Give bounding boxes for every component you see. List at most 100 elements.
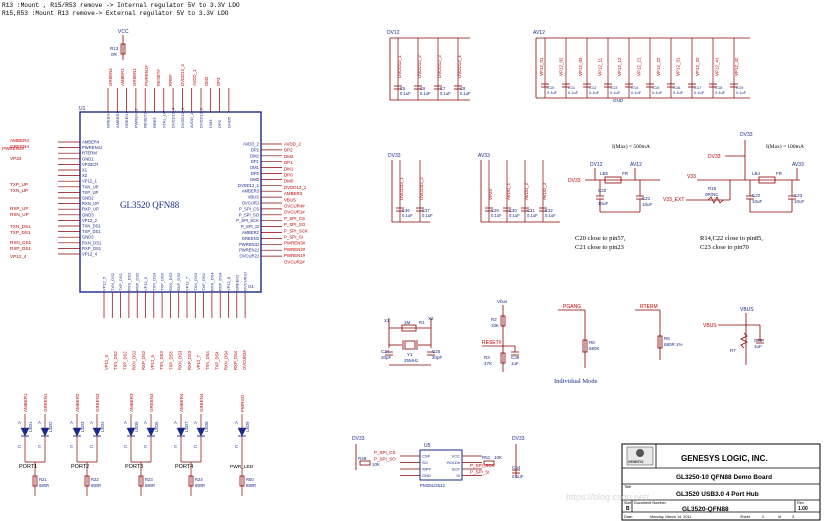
dv12-cap-bank: DV12 DVDD12_1C50.1uFDVDD12_2C60.1uFDVDD1… — [387, 30, 471, 101]
u1-left-pin-label: RXN_UP — [82, 201, 99, 206]
u1-left-net-label: TXN_DS1 — [10, 224, 31, 229]
u1-right-net-label: DM1 — [284, 166, 294, 171]
u1-bottom-net-label: RXN_DS2 — [132, 350, 137, 370]
u1-left-pin-label: RXP_DS1 — [82, 246, 102, 251]
lb5-ref: LB5 — [600, 171, 609, 176]
flash-pin-label: HOLD# — [447, 460, 461, 465]
led-ref: LED1 — [28, 421, 33, 432]
av12-net-label: VP12_11 — [598, 57, 603, 76]
r13-resistor — [120, 43, 126, 55]
dv33-filter-block: DV33 I(Max) = 100mA DV33 AV33 V33 V33_EX… — [663, 132, 805, 251]
u1-left-pin-label: TXN_UP — [82, 184, 99, 189]
dv12-cap-value: 0.1uF — [460, 91, 471, 96]
u1-right-net-label: OVCUR2# — [284, 259, 305, 264]
av12-net-label: VP12_32 — [695, 57, 700, 76]
led-net-label: GREEN2 — [95, 393, 100, 412]
company-name: GENESYS LOGIC, INC. — [681, 454, 768, 463]
av12-net-label: VP12_31 — [676, 57, 681, 76]
lb4-fr: FR — [776, 171, 783, 176]
u1-right-pin-label: DM0 — [250, 177, 260, 182]
u1-left-net-label: GREEN4 — [10, 144, 29, 149]
u1-right-pin-label: P_SPI_SO — [239, 212, 260, 217]
c25-value: 20pF — [432, 355, 443, 360]
av12-cap-ref: C18 — [715, 85, 723, 90]
c20-value: 10uF — [598, 201, 609, 206]
av33-net-label: AVDD_1 — [506, 182, 511, 200]
led-pin-a: A — [235, 420, 238, 425]
u1-right-net-label: DM0 — [284, 179, 294, 184]
u1-bottom-pin-label: RXP_DS4 — [218, 272, 223, 291]
av12-cap-value: 0.1uF — [568, 90, 579, 95]
flash-net-label: P_SPI_SCK — [470, 463, 495, 468]
led-resistor-ref: R21 — [39, 477, 47, 482]
u1-left-net-label: RXP_UP — [10, 206, 28, 211]
u1-bottom-pin-label: VP12_6 — [143, 276, 148, 291]
u1-top-net-label: RREF — [168, 74, 173, 86]
u1-right-pin-label: DP0 — [251, 171, 260, 176]
flash-dv33-right: DV33 — [512, 436, 525, 442]
u1-top-net-label: RESET# — [156, 69, 161, 86]
led-resistor-value: 680R — [145, 483, 155, 488]
dv12-net-label: DVDD12_1 — [397, 55, 402, 78]
sheet-label: Sheet — [740, 515, 751, 519]
c22-ref: C22 — [752, 193, 761, 198]
flash-pin-label: SO — [422, 460, 428, 465]
u1-bottom-net-label: RXN_DS4 — [224, 350, 229, 370]
led-pin-c: C — [174, 444, 177, 449]
lb5-fr: FR — [622, 171, 629, 176]
av12-cap-ref: C19 — [736, 85, 744, 90]
led-net-label: AMBER1 — [23, 393, 28, 412]
watermark: https://blog.csdn.net/... — [566, 492, 657, 502]
dv12-cap-ref: C8 — [460, 86, 466, 91]
c54-value: 0.1uF — [512, 474, 524, 479]
u1-top-pin-label: PWREN1J — [133, 109, 138, 128]
u1-top-pin-label: AVDD_1 — [189, 112, 194, 128]
r1-resistor — [401, 324, 417, 332]
c22-value: 10uF — [752, 199, 763, 204]
dv33-left-label: DV33 — [708, 154, 721, 160]
av33-cap-bank: AV33 VP33C290.1uFAVDD_1C300.1uFAVDD_2C31… — [478, 153, 560, 223]
u1-left-pin-label: GND3 — [82, 235, 94, 240]
led-diode-icon — [196, 427, 206, 437]
dv12-net-label: DVDD12_4 — [457, 55, 462, 78]
u1-right-pin-label: DP1 — [251, 159, 260, 164]
u1-top-pin-label: GREEN1 — [124, 111, 129, 128]
logo-text: GENESYS — [628, 460, 643, 464]
u1-right-net-label: DVDD12_1 — [284, 185, 307, 190]
av12-gnd-label: GND — [613, 98, 624, 103]
led-resistor — [32, 475, 38, 487]
u1-bottom-pin-label: TXP_DS4 — [201, 272, 206, 291]
u1-bottom-pin-label: VP12_5 — [102, 276, 107, 291]
led-pin-c: C — [124, 444, 127, 449]
led-diode-icon — [40, 427, 50, 437]
led-ref: LED8 — [204, 421, 209, 432]
av12-label: AV12 — [630, 162, 642, 168]
led-resistor-ref: R24 — [195, 477, 203, 482]
rterm-block: RTERM R6 680R 1% — [635, 304, 683, 360]
led-pin-c: C — [90, 444, 93, 449]
pwr-led-ref: LED9 — [245, 421, 250, 432]
led-net-label: AMBER2 — [75, 393, 80, 412]
header-note-1: R13 :Mount , R15/R53 remove -> Internal … — [2, 2, 240, 9]
flash-dv33-left: DV33 — [352, 436, 365, 442]
u1-right-pin-label: DP2 — [251, 147, 260, 152]
logo-globe-icon — [636, 449, 644, 457]
u5-ref: U5 — [424, 443, 431, 449]
led-resistor — [188, 475, 194, 487]
u1-right-net-label: P_SPI_SCK — [284, 228, 308, 233]
led-pin-a: A — [90, 420, 93, 425]
u1-right-pin-label: OVCUR2J — [239, 254, 259, 259]
u1-left-pin-label: PWREN4J — [82, 145, 102, 150]
of-value: 3 — [792, 515, 794, 519]
flash-pin-label: VCC — [452, 454, 461, 459]
av12-cap-ref: C11 — [568, 85, 576, 90]
u1-left-net-label: RXN_UP — [10, 212, 29, 217]
r3-value: 47K — [484, 361, 492, 366]
u1-left-net-label: RXP_DS1 — [10, 246, 31, 251]
u1-left-pin-label: GND3 — [82, 212, 94, 217]
av33-cap-ref: C29 — [491, 208, 499, 213]
av33-cap-ref: C32 — [545, 208, 553, 213]
u1-top-net-label: DP3 — [216, 77, 221, 86]
vbus-net: VBUS — [703, 323, 717, 329]
